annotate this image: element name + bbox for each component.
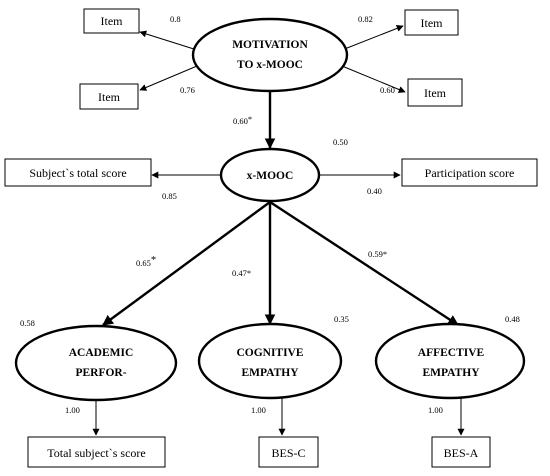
cognitive-label-line1: COGNITIVE [236,347,303,359]
latent-xmooc: x-MOOC [219,147,321,203]
arrow-motivation-item-tl [139,30,198,51]
latent-academic: ACADEMIC PERFOR- [14,324,178,402]
observed-item-bl: Item [79,83,139,110]
observed-item-br: Item [407,78,463,107]
item-br-label: Item [424,86,447,100]
academic-label-line1: ACADEMIC [69,347,134,359]
coef-participation: 0.40 [367,186,382,196]
subject-total-label: Subject`s total score [29,166,126,180]
coef-item-bl: 0.76 [180,85,195,95]
coef-affective-out: 1.00 [428,405,443,415]
coef-affective-r2: 0.48 [505,314,520,324]
coef-subject-total: 0.85 [162,191,177,201]
coef-to-academic-star: * [151,255,156,266]
bes-a-label: BES-A [444,446,479,460]
coef-academic-r2: 0.58 [20,318,35,328]
observed-item-tr: Item [404,9,459,36]
affective-label-line2: EMPATHY [422,367,480,379]
coef-to-cognitive: 0.47* [232,268,251,278]
coef-motivation-xmooc-star: * [248,114,252,124]
observed-participation: Participation score [401,158,538,187]
arrow-motivation-item-br [341,65,406,93]
coef-to-academic-num: 0.65 [136,258,151,268]
item-bl-label: Item [98,90,121,104]
coef-item-tr: 0.82 [358,14,373,24]
arrow-xmooc-affective [269,200,459,327]
coef-academic-out: 1.00 [65,405,80,415]
coef-to-academic: 0.65* [136,255,156,268]
participation-label: Participation score [425,166,515,180]
coef-to-affective: 0.59* [368,249,387,259]
coef-motivation-xmooc-num: 0.60 [233,116,248,126]
arrow-motivation-item-bl [139,65,198,91]
observed-subject-total: Subject`s total score [4,158,152,187]
motivation-label-line1: MOTIVATION [232,39,308,51]
latent-affective: AFFECTIVE EMPATHY [374,322,526,400]
total-subject-label: Total subject`s score [47,446,145,460]
observed-bes-a: BES-A [431,436,491,468]
latent-motivation: MOTIVATION TO x-MOOC [191,17,349,93]
coef-motivation-xmooc: 0.60* [233,114,252,126]
item-tl-label: Item [101,14,124,28]
coef-xmooc-r2: 0.50 [333,137,348,147]
observed-bes-c: BES-C [258,436,319,468]
coef-item-tl: 0.8 [170,14,181,24]
coef-cognitive-r2: 0.35 [334,314,349,324]
bes-c-label: BES-C [271,446,305,460]
affective-label-line1: AFFECTIVE [418,347,485,359]
motivation-label-line2: TO x-MOOC [237,59,303,71]
observed-total-subject: Total subject`s score [27,436,166,468]
coef-item-br: 0.60 [380,85,395,95]
cognitive-label-line2: EMPATHY [241,367,299,379]
academic-label-line2: PERFOR- [75,367,126,379]
observed-item-tl: Item [83,8,140,34]
latent-cognitive: COGNITIVE EMPATHY [197,322,343,400]
item-tr-label: Item [421,16,444,30]
arrow-xmooc-academic [102,201,271,326]
xmooc-label: x-MOOC [247,170,294,182]
arrow-motivation-item-tr [341,25,404,51]
coef-cognitive-out: 1.00 [251,405,266,415]
